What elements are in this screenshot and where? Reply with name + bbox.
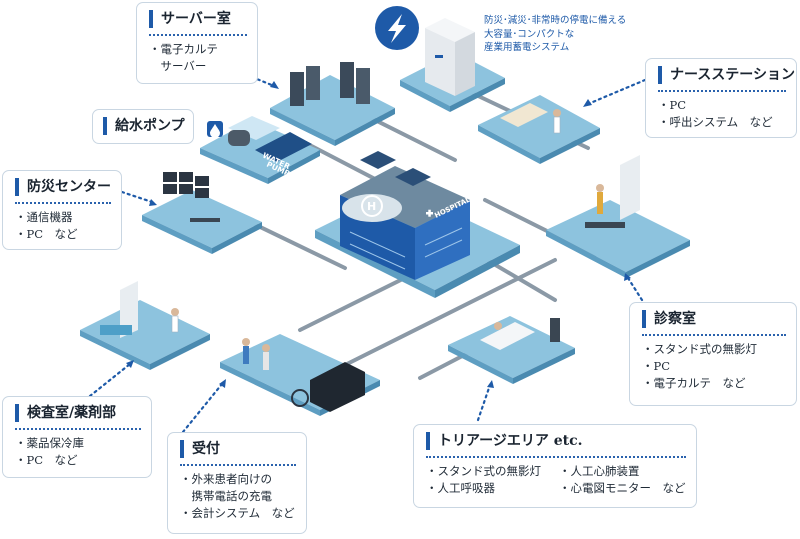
divider <box>15 202 111 204</box>
triage-item: ・人工心肺装置 <box>559 464 640 478</box>
battery-storage-platform <box>375 6 505 112</box>
nurse-station-callout: ナースステーション ・PC ・呼出システム など <box>645 58 797 138</box>
disaster-center-item: ・PC など <box>15 227 78 241</box>
divider <box>15 428 141 430</box>
battery-description-line: 大容量･コンパクトな <box>484 28 575 40</box>
disaster-center-item: ・通信機器 <box>15 210 73 224</box>
reception-platform <box>220 334 380 416</box>
triage-platform <box>448 316 575 384</box>
triage-item: ・人工呼吸器 <box>426 481 495 495</box>
exam-room-platform <box>546 155 690 278</box>
lightning-bolt-icon <box>375 6 419 50</box>
server-rack-icon <box>290 62 370 106</box>
disaster-center-platform <box>142 172 262 254</box>
nurse-station-platform <box>478 95 600 164</box>
reception-item: ・会計システム など <box>180 506 295 520</box>
lab-callout: 検査室/薬剤部 ・薬品保冷庫 ・PC など <box>2 396 152 478</box>
reception-callout: 受付 ・外来患者向けの 携帯電話の充電 ・会計システム など <box>167 432 307 534</box>
leader-arrowheads <box>126 81 631 388</box>
battery-unit-icon <box>425 18 475 96</box>
server-room-item: サーバー <box>149 59 207 73</box>
server-room-item: ・電子カルテ <box>149 42 218 56</box>
exam-room-callout: 診察室 ・スタンド式の無影灯 ・PC ・電子カルテ など <box>629 302 797 406</box>
reception-item: ・外来患者向けの <box>180 472 272 486</box>
water-pump-title: 給水ポンプ <box>103 117 185 135</box>
reception-item: 携帯電話の充電 <box>180 489 272 503</box>
water-drop-icon <box>207 121 223 138</box>
exam-room-title: 診察室 <box>642 310 786 328</box>
divider <box>658 90 786 92</box>
svg-text:H: H <box>367 200 376 213</box>
battery-description-line: 防災･減災･非常時の停電に備える <box>484 15 627 26</box>
disaster-center-title: 防災センター <box>15 178 111 196</box>
lab-title: 検査室/薬剤部 <box>15 404 141 422</box>
divider <box>180 464 296 466</box>
triage-callout: トリアージエリア etc. ・スタンド式の無影灯 ・人工呼吸器 ・人工心肺装置 … <box>413 424 697 508</box>
monitor-wall-icon <box>163 172 209 198</box>
divider <box>149 34 247 36</box>
lab-item: ・PC など <box>15 453 78 467</box>
disaster-center-callout: 防災センター ・通信機器 ・PC など <box>2 170 122 250</box>
triage-column-2: ・人工心肺装置 ・心電図モニター など <box>559 463 686 497</box>
server-room-title: サーバー室 <box>149 10 247 28</box>
divider <box>426 456 686 458</box>
server-room-platform <box>270 62 395 146</box>
reception-title: 受付 <box>180 440 296 458</box>
battery-description: 防災･減災･非常時の停電に備える 大容量･コンパクトな 産業用蓄電システム <box>484 14 626 55</box>
battery-description-line: 産業用蓄電システム <box>484 42 570 53</box>
triage-item: ・心電図モニター など <box>559 481 686 495</box>
hospital-building: H <box>315 151 520 298</box>
server-room-callout: サーバー室 ・電子カルテ サーバー <box>136 2 258 84</box>
water-pump-platform <box>200 116 320 184</box>
triage-column-1: ・スタンド式の無影灯 ・人工呼吸器 <box>426 463 541 497</box>
triage-item: ・スタンド式の無影灯 <box>426 464 541 478</box>
hospital-cross-icon <box>426 209 433 217</box>
nurse-station-item: ・呼出システム など <box>658 115 773 129</box>
exam-room-item: ・スタンド式の無影灯 <box>642 342 757 356</box>
lab-platform <box>80 281 210 370</box>
nurse-station-item: ・PC <box>658 98 687 112</box>
triage-title: トリアージエリア etc. <box>426 432 686 450</box>
exam-room-item: ・電子カルテ など <box>642 376 746 390</box>
helipad-icon: H <box>361 195 383 217</box>
lab-item: ・薬品保冷庫 <box>15 436 84 450</box>
exam-room-item: ・PC <box>642 359 671 373</box>
divider <box>642 334 786 336</box>
water-pump-callout: 給水ポンプ <box>92 109 194 144</box>
nurse-station-title: ナースステーション <box>658 66 795 84</box>
